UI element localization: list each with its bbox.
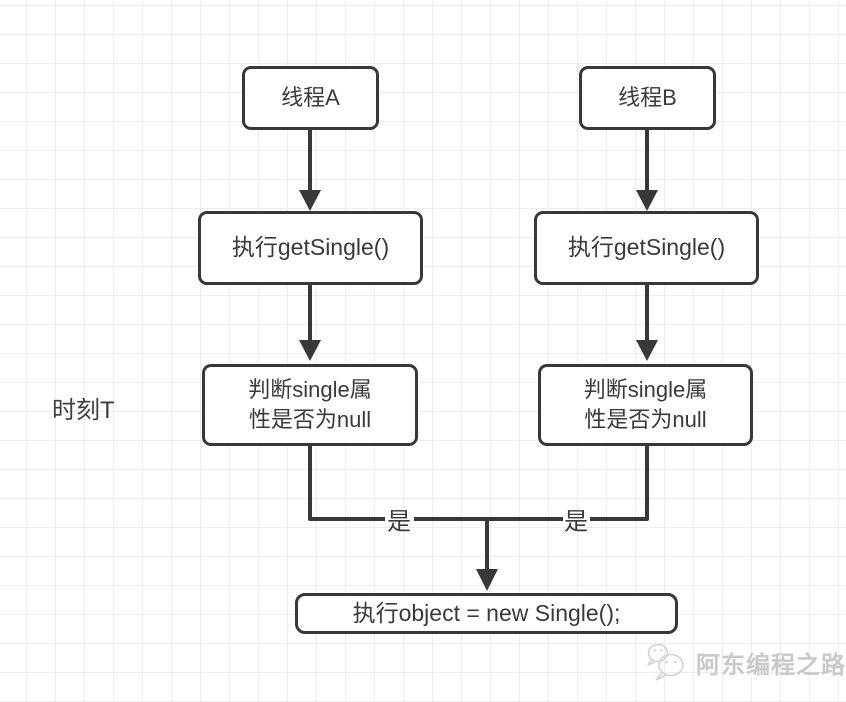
node-check-null-a: 判断single属 性是否为null (202, 364, 418, 446)
node-thread-a: 线程A (242, 66, 379, 130)
time-label: 时刻T (52, 397, 115, 424)
node-thread-b-label: 线程B (618, 85, 677, 111)
arrowhead-exec-a-to-check-a (299, 340, 321, 361)
node-exec-a-label: 执行getSingle() (231, 234, 390, 261)
connector-check-b-yes (590, 445, 649, 521)
node-check-b-line2: 性是否为null (584, 407, 707, 432)
watermark-text: 阿东编程之路 (696, 651, 846, 679)
wechat-bubbles-icon (647, 643, 684, 681)
node-final-label: 执行object = new Single(); (352, 599, 621, 626)
node-thread-b: 线程B (579, 66, 716, 130)
node-exec-b-label: 执行getSingle() (567, 234, 726, 261)
watermark: 阿东编程之路 (644, 642, 846, 682)
node-check-a-line2: 性是否为null (248, 407, 372, 432)
arrowhead-exec-b-to-check-b (636, 340, 658, 361)
node-exec-getsingle-a: 执行getSingle() (198, 211, 423, 285)
node-new-single: 执行object = new Single(); (295, 593, 678, 634)
arrowhead-junction-to-final (476, 569, 498, 591)
edge-label-yes-right: 是 (564, 508, 588, 536)
edge-label-yes-left: 是 (387, 508, 411, 536)
node-check-a-line1: 判断single属 (248, 377, 372, 403)
arrowhead-thread-a-to-exec-a (299, 190, 321, 211)
node-thread-a-label: 线程A (281, 85, 340, 111)
node-check-b-line1: 判断single属 (583, 377, 708, 403)
arrowhead-thread-b-to-exec-b (636, 190, 658, 211)
connector-check-a-yes (308, 445, 385, 521)
node-check-null-b: 判断single属 性是否为null (538, 364, 753, 446)
node-exec-getsingle-b: 执行getSingle() (534, 211, 759, 285)
